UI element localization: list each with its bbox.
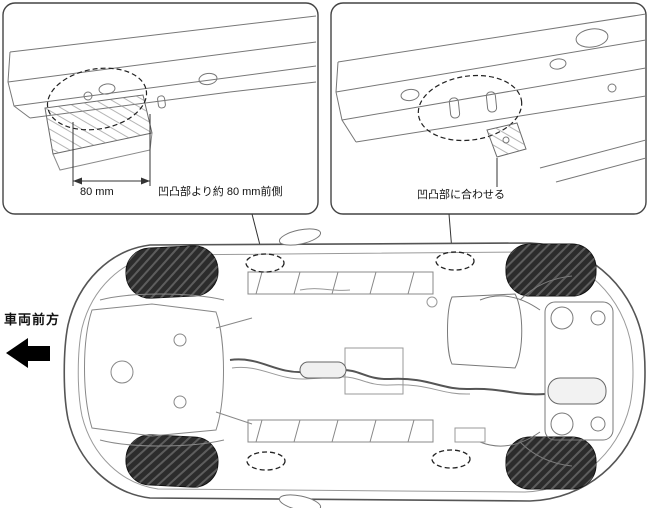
misc-underbody-parts <box>299 288 486 443</box>
car-underbody <box>63 228 646 508</box>
callout-right-artwork <box>335 13 645 187</box>
fuel-tank <box>447 293 523 369</box>
right-callout-caption: 凹凸部に合わせる <box>417 189 505 201</box>
front-direction-arrow-icon <box>6 338 50 368</box>
hatched-bracket <box>45 95 152 154</box>
muffler <box>547 377 607 405</box>
slot <box>157 95 166 109</box>
wheel-front-right <box>125 434 219 488</box>
catalytic-converter <box>299 361 347 379</box>
rear-subframe <box>479 275 614 467</box>
highlight-dashed-ellipse-left <box>46 67 148 131</box>
dim-arrowhead-right <box>141 177 150 185</box>
left-callout-caption: 凹凸部より約 80 mm前側 <box>158 186 283 198</box>
fastener <box>502 136 510 144</box>
hatched-bracket <box>487 123 526 157</box>
wheel-rear-left <box>505 243 597 297</box>
dimension-80mm <box>72 114 151 186</box>
exhaust-system <box>229 358 607 405</box>
wheel-rear-right <box>505 436 597 490</box>
door-mirror-top <box>278 228 322 246</box>
front-direction-label: 車両前方 <box>4 312 61 327</box>
hole-ellipse <box>575 28 609 48</box>
wheel-front-left <box>125 245 219 299</box>
lift-point-rear-left <box>435 251 475 271</box>
highlight-dashed-ellipse-right <box>417 74 523 142</box>
slot <box>448 97 461 119</box>
hole-ellipse <box>549 58 567 70</box>
lift-point-rear-right <box>431 449 471 469</box>
lift-point-front-right <box>246 451 286 471</box>
front-subframe <box>84 293 253 447</box>
fastener <box>83 91 93 101</box>
callout-box-right <box>330 2 647 215</box>
slot <box>485 91 498 113</box>
floor-rails <box>247 271 434 443</box>
door-mirror-bottom <box>278 494 322 508</box>
callout-box-left-border <box>2 2 319 215</box>
dim-arrowhead-left <box>73 177 82 185</box>
callout-box-right-border <box>330 2 647 215</box>
fastener <box>607 83 617 93</box>
callout-box-left <box>2 2 319 215</box>
left-callout-dimension-label: 80 mm <box>80 186 114 198</box>
hole-ellipse <box>400 88 420 102</box>
hole-ellipse <box>98 83 116 95</box>
body-inner-line <box>77 251 634 493</box>
hole-ellipse <box>198 72 218 86</box>
lift-point-front-left <box>245 253 285 273</box>
callout-left-artwork <box>7 15 317 186</box>
